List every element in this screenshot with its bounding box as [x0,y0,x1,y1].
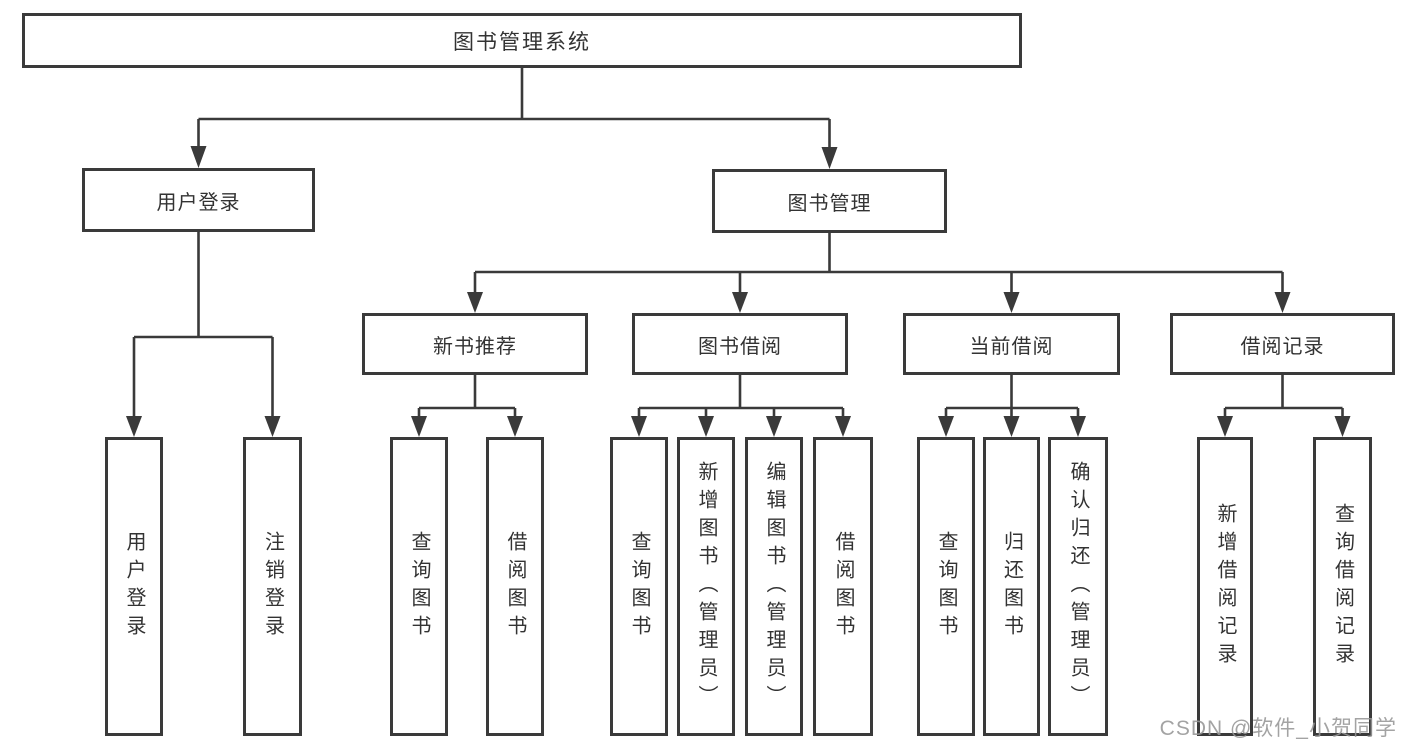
leaf-return-book: 归还图书 [983,437,1040,736]
leaf-add-borrow-record: 新增借阅记录 [1197,437,1253,736]
node-new-book-recommend: 新书推荐 [362,313,588,375]
leaf-query-books-recommend: 查询图书 [390,437,448,736]
node-current-borrow: 当前借阅 [903,313,1120,375]
node-root: 图书管理系统 [22,13,1022,68]
leaf-query-books-current: 查询图书 [917,437,975,736]
leaf-borrow-books: 借阅图书 [813,437,873,736]
leaf-edit-book-admin: 编辑图书（管理员） [745,437,803,736]
node-user-login: 用户登录 [82,168,315,232]
leaf-add-book-admin: 新增图书（管理员） [677,437,735,736]
node-book-borrow: 图书借阅 [632,313,848,375]
node-borrow-records: 借阅记录 [1170,313,1395,375]
leaf-logout: 注销登录 [243,437,302,736]
leaf-query-books-borrow: 查询图书 [610,437,668,736]
node-book-management: 图书管理 [712,169,947,233]
leaf-user-login: 用户登录 [105,437,163,736]
leaf-confirm-return-admin: 确认归还（管理员） [1048,437,1108,736]
leaf-borrow-books-recommend: 借阅图书 [486,437,544,736]
leaf-query-borrow-record: 查询借阅记录 [1313,437,1372,736]
csdn-watermark: CSDN @软件_小贺同学 [1159,717,1397,740]
